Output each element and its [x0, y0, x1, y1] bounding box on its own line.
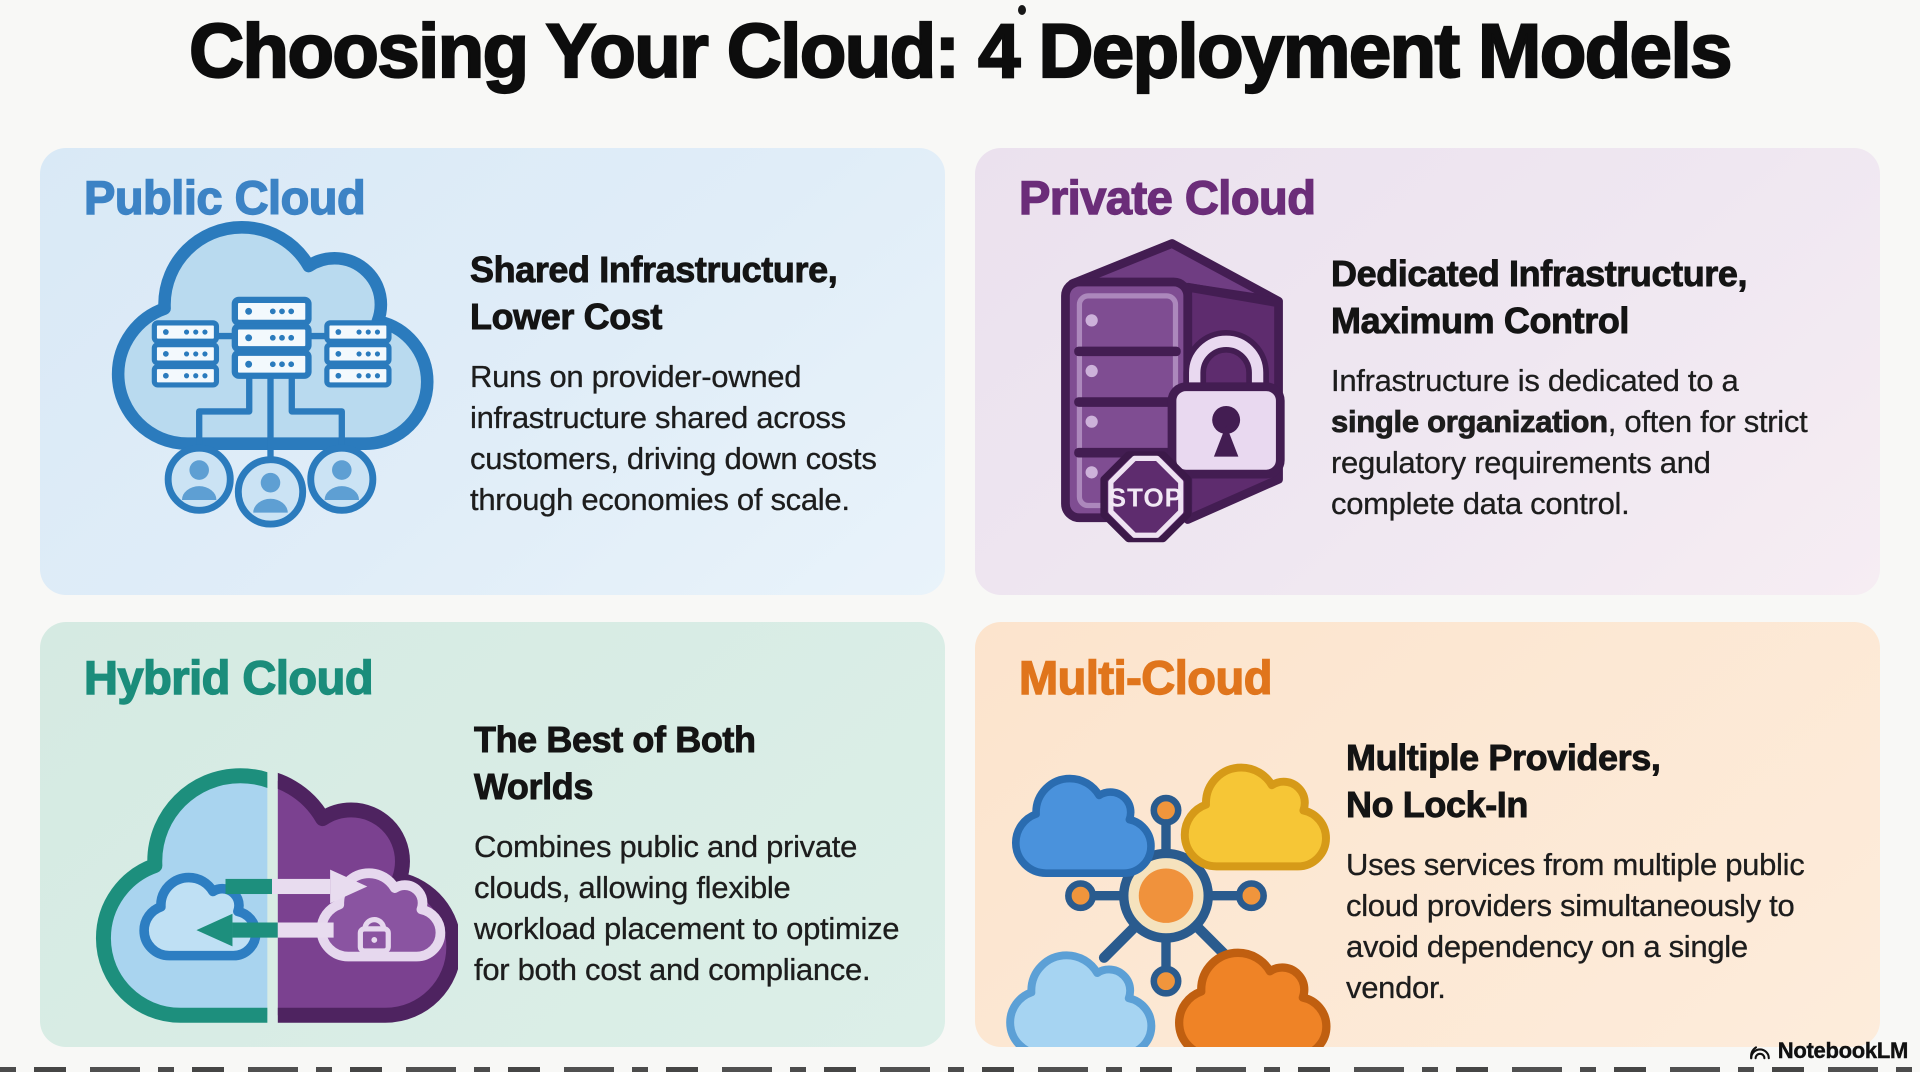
private-server-lock-icon: STOP — [1061, 239, 1285, 543]
card-title-public: Public Cloud — [83, 170, 366, 224]
card-subheading-public: Shared Infrastructure, Lower Cost — [470, 249, 839, 338]
hybrid-split-cloud-icon — [86, 755, 458, 1047]
card-body-row: Shared Infrastructure, Lower Cost Runs o… — [40, 225, 945, 595]
card-description-multi: Uses services from multiple public cloud… — [1346, 847, 1805, 1005]
card-description-public: Runs on provider-owned infrastructure sh… — [470, 359, 877, 517]
card-subheading-multi: Multiple Providers, No Lock-In — [1346, 737, 1662, 826]
card-body-row: The Best of Both Worlds Combines public … — [40, 705, 945, 1047]
description-text: Infrastructure is dedicated to a — [1331, 363, 1739, 399]
icon-column: STOP — [1027, 219, 1317, 551]
card-body-row: Multiple Providers, No Lock-In Uses serv… — [975, 705, 1880, 1047]
card-title-multi: Multi-Cloud — [1018, 650, 1273, 704]
watermark: NotebookLM — [1748, 1038, 1909, 1064]
icon-column — [82, 755, 462, 1047]
exchange-arrows-icon — [196, 870, 368, 947]
text-column: Dedicated Infrastructure, Maximum Contro… — [1331, 251, 1880, 524]
page-title: Choosing Your Cloud: 4 Deployment Models — [188, 8, 1733, 95]
notebooklm-logo-icon — [1749, 1046, 1770, 1060]
card-title-hybrid: Hybrid Cloud — [83, 650, 374, 704]
description-bold-text: single organization — [1331, 403, 1609, 440]
bottom-crop-artifact — [0, 1067, 1920, 1072]
card-private-cloud: Private Cloud — [975, 148, 1880, 595]
text-column: Multiple Providers, No Lock-In Uses serv… — [1346, 735, 1880, 1008]
card-hybrid-cloud: Hybrid Cloud — [40, 622, 945, 1047]
lock-icon — [357, 917, 391, 955]
public-cloud-icon — [83, 209, 458, 529]
card-description-hybrid: Combines public and private clouds, allo… — [474, 829, 900, 987]
multi-cloud-network-icon — [997, 717, 1335, 1047]
cards-grid: Public Cloud — [40, 148, 1880, 1047]
icon-column — [80, 209, 460, 554]
icon-column — [993, 717, 1338, 1047]
stop-sign-label: STOP — [1109, 483, 1183, 513]
card-description-private: Infrastructure is dedicated to a single … — [1331, 361, 1811, 525]
watermark-text: NotebookLM — [1777, 1038, 1909, 1063]
card-title-private: Private Cloud — [1018, 170, 1316, 224]
artifact-dot — [1018, 5, 1026, 15]
description-text: , often for strict regulatory requiremen… — [1331, 403, 1808, 521]
text-column: The Best of Both Worlds Combines public … — [474, 717, 945, 990]
card-body-row: STOP Dedicated Infrastructure, Maximum C… — [975, 225, 1880, 595]
card-multi-cloud: Multi-Cloud — [975, 622, 1880, 1047]
card-subheading-hybrid: The Best of Both Worlds — [474, 719, 757, 808]
card-subheading-private: Dedicated Infrastructure, Maximum Contro… — [1331, 253, 1748, 342]
card-public-cloud: Public Cloud — [40, 148, 945, 595]
text-column: Shared Infrastructure, Lower Cost Runs o… — [470, 247, 945, 520]
